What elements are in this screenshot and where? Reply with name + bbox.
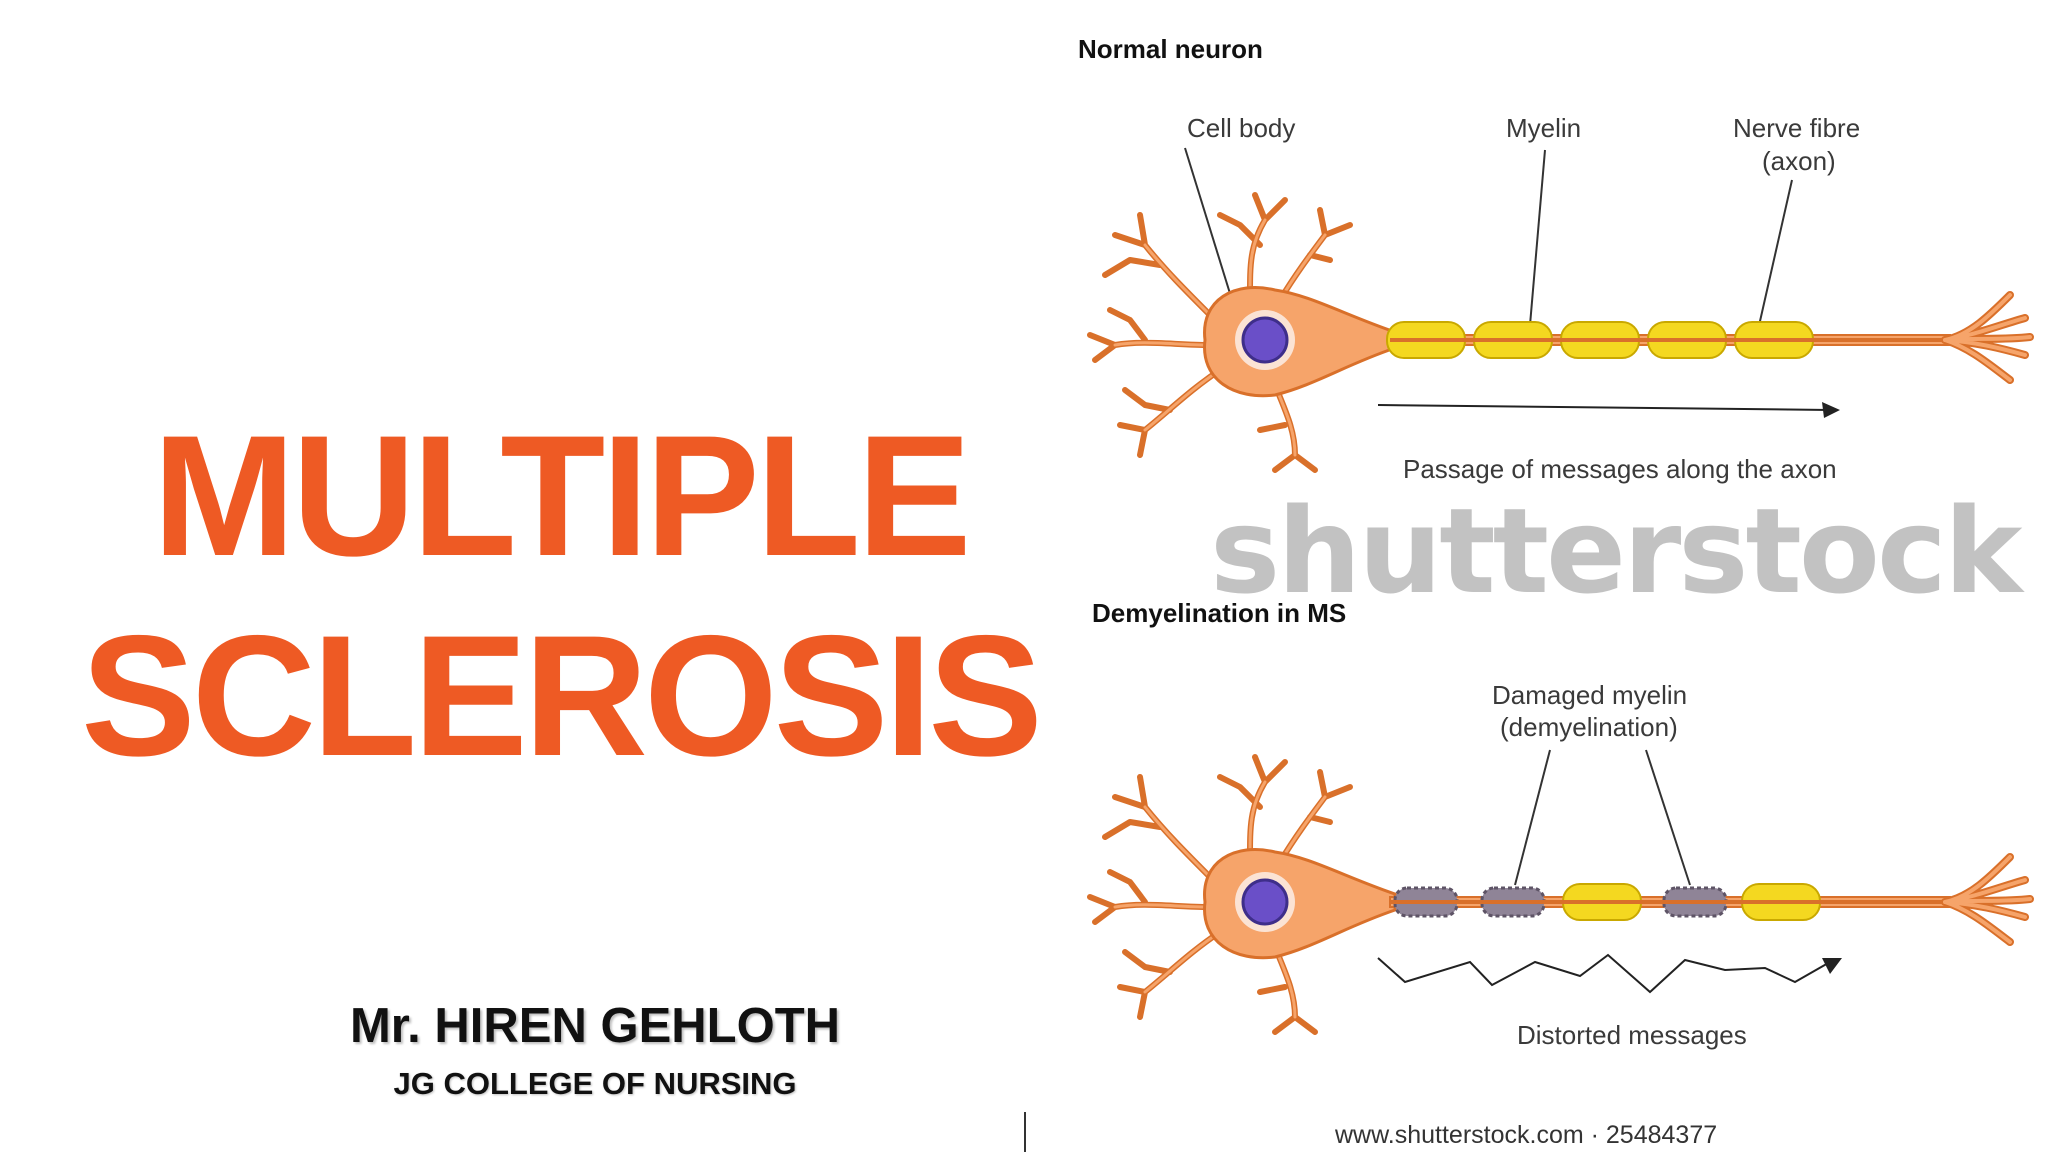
cell-body-pointer	[1184, 147, 1233, 301]
ms-axon-terminal	[1945, 857, 2030, 942]
passage-label: Passage of messages along the axon	[1403, 454, 1837, 484]
damaged-pointer-left	[1514, 749, 1551, 886]
neuron-diagram: Normal neuron Cell body Myelin Nerve fib…	[1060, 0, 2048, 1152]
myelin-label: Myelin	[1506, 113, 1581, 143]
normal-cell-body	[1090, 195, 1395, 470]
neuron-diagram-svg: Normal neuron Cell body Myelin Nerve fib…	[1078, 34, 2048, 1149]
axon-label: (axon)	[1762, 146, 1836, 176]
watermark: shutterstock	[1210, 482, 2025, 620]
damaged-myelin-label: Damaged myelin	[1492, 680, 1687, 710]
nerve-fibre-pointer	[1757, 179, 1793, 331]
distorted-arrow	[1377, 953, 1831, 994]
distorted-label: Distorted messages	[1517, 1020, 1747, 1050]
normal-axon-terminal	[1945, 295, 2030, 380]
author-name: Mr. HIREN GEHLOTH	[349, 999, 841, 1053]
normal-neuron-heading: Normal neuron	[1078, 34, 1263, 64]
divider-line	[1024, 1112, 1026, 1152]
damaged-pointer-right	[1645, 749, 1691, 886]
title-line-1: MULTIPLE	[152, 400, 971, 592]
title-line-2: SCLEROSIS	[81, 600, 1043, 792]
institution-name: JG COLLEGE OF NURSING	[393, 1066, 797, 1101]
message-arrow	[1377, 404, 1831, 411]
distorted-arrow-head	[1822, 958, 1842, 974]
demyelination-label: (demyelination)	[1500, 712, 1678, 742]
myelin-pointer	[1529, 149, 1546, 326]
ms-heading: Demyelination in MS	[1092, 598, 1346, 628]
cell-body-label: Cell body	[1187, 113, 1295, 143]
message-arrow-head	[1822, 402, 1840, 418]
ms-cell-body	[1090, 757, 1395, 1032]
image-source: www.shutterstock.com · 25484377	[1334, 1121, 1717, 1149]
nerve-fibre-label: Nerve fibre	[1733, 113, 1860, 143]
